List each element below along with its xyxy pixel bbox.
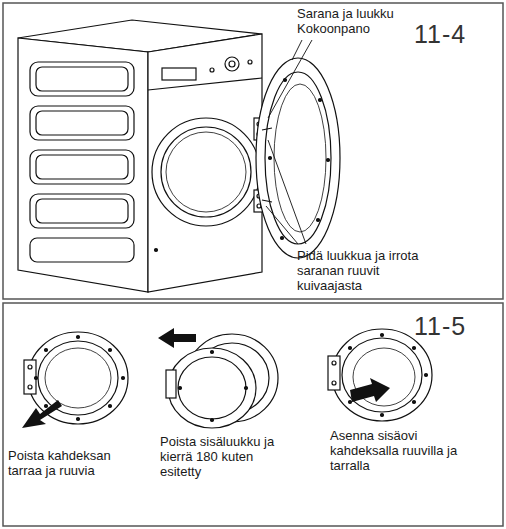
step-caption: Poista sisäluukku ja kierrä 180 kuten es… [160, 434, 295, 479]
door-drawing [328, 329, 432, 421]
callout-text: Pidä luukkua ja irrota saranan ruuvit ku… [297, 248, 437, 293]
panel-frame [3, 303, 503, 526]
figure-number: 11-5 [414, 312, 494, 340]
door-drawing [22, 332, 128, 428]
figure-number: 11-4 [414, 20, 494, 48]
dryer-drawing [18, 20, 340, 292]
leader-line [266, 40, 312, 244]
panel-frame [3, 3, 503, 299]
step-caption: Poista kahdeksan tarraa ja ruuvia [8, 448, 143, 478]
step-caption: Asenna sisäovi kahdeksalla ruuvilla ja t… [330, 428, 470, 473]
door-drawing [158, 328, 278, 428]
callout-text: Sarana ja luukku Kokoonpano [297, 6, 407, 36]
